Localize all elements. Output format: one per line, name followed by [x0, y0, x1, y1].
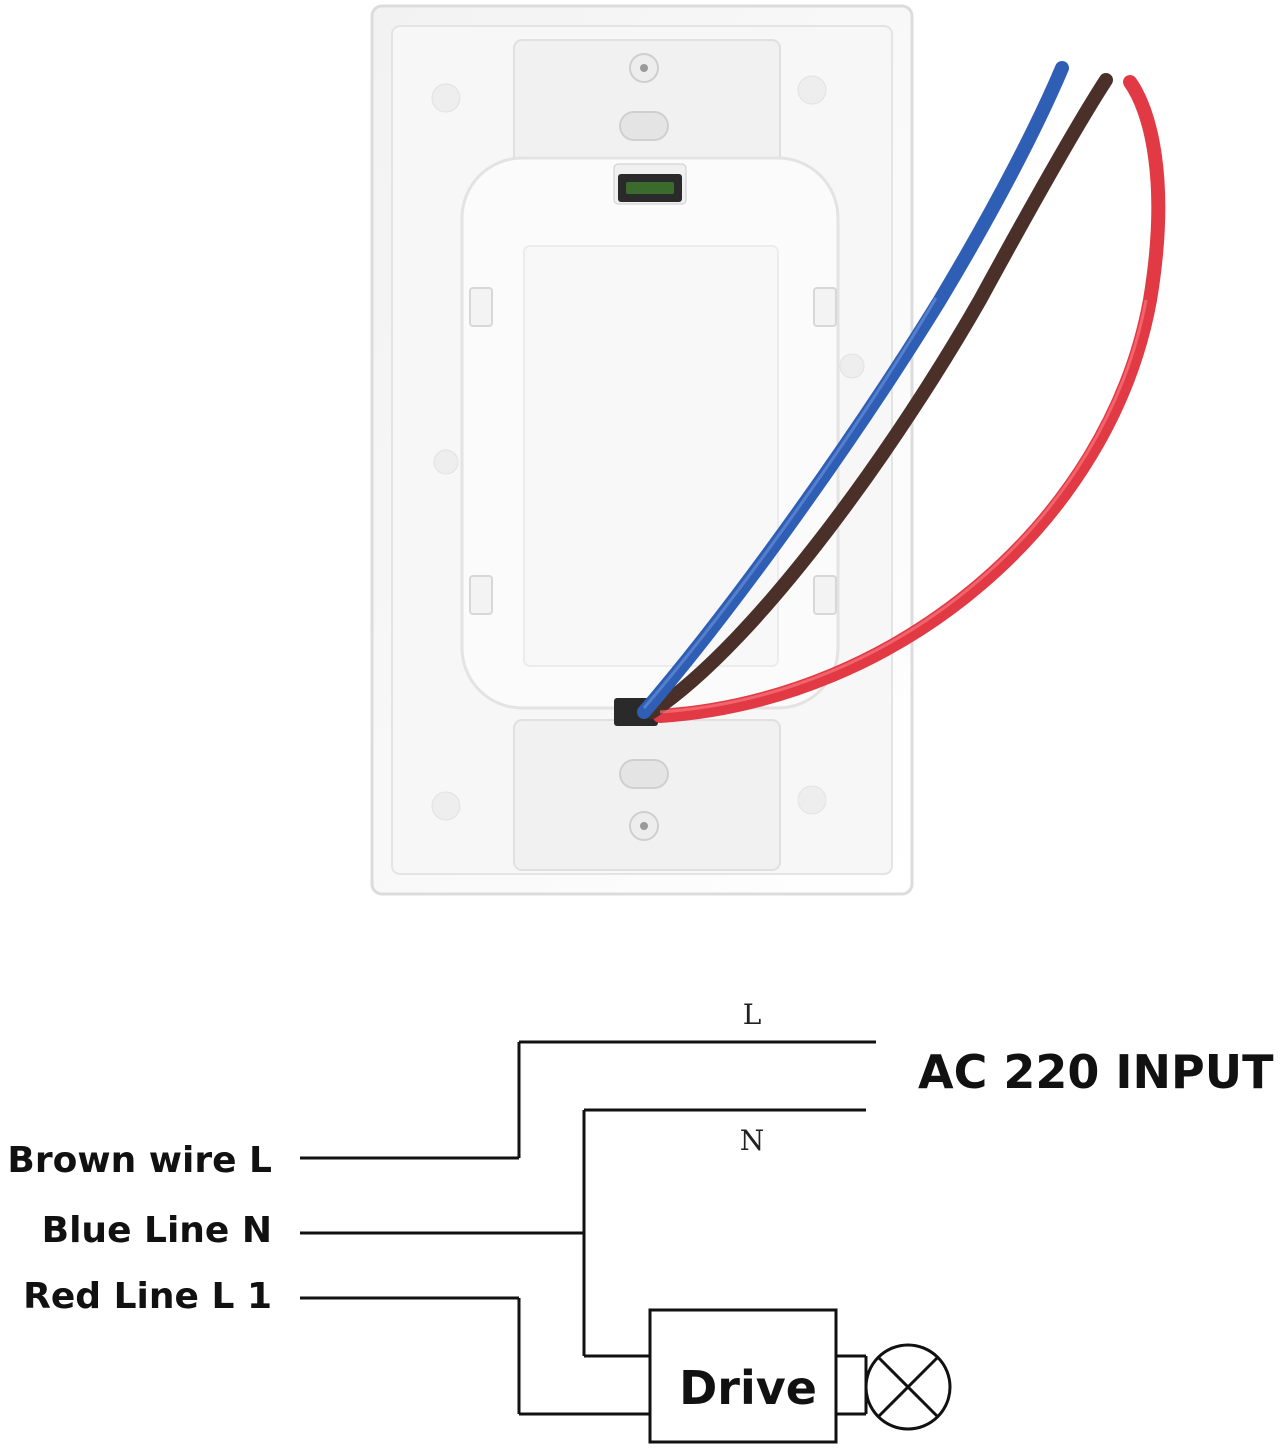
- line-l-label: L: [743, 998, 762, 1031]
- drive-label: Drive: [679, 1361, 817, 1415]
- indicator-light: [626, 182, 674, 194]
- side-clips: [469, 287, 837, 615]
- input-label: AC 220 INPUT: [918, 1045, 1274, 1099]
- red-wire-label: Red Line L 1: [23, 1276, 272, 1317]
- plate-bumps: [431, 75, 865, 821]
- schematic-lines: [300, 1040, 952, 1444]
- red-wire: [653, 75, 1166, 723]
- brown-wire: [645, 73, 1113, 719]
- module-label-area: [523, 245, 779, 667]
- mount-slot: [619, 759, 669, 789]
- drive-box: [648, 1308, 838, 1444]
- line-n-label: N: [740, 1124, 765, 1157]
- lamp-icon: [864, 1343, 952, 1431]
- screw-icon: [629, 53, 659, 83]
- blue-wire: [637, 61, 1069, 719]
- blue-wire-label: Blue Line N: [42, 1210, 272, 1251]
- brown-wire-label: Brown wire L: [7, 1140, 272, 1181]
- screw-icon: [629, 811, 659, 841]
- mount-slot: [619, 111, 669, 141]
